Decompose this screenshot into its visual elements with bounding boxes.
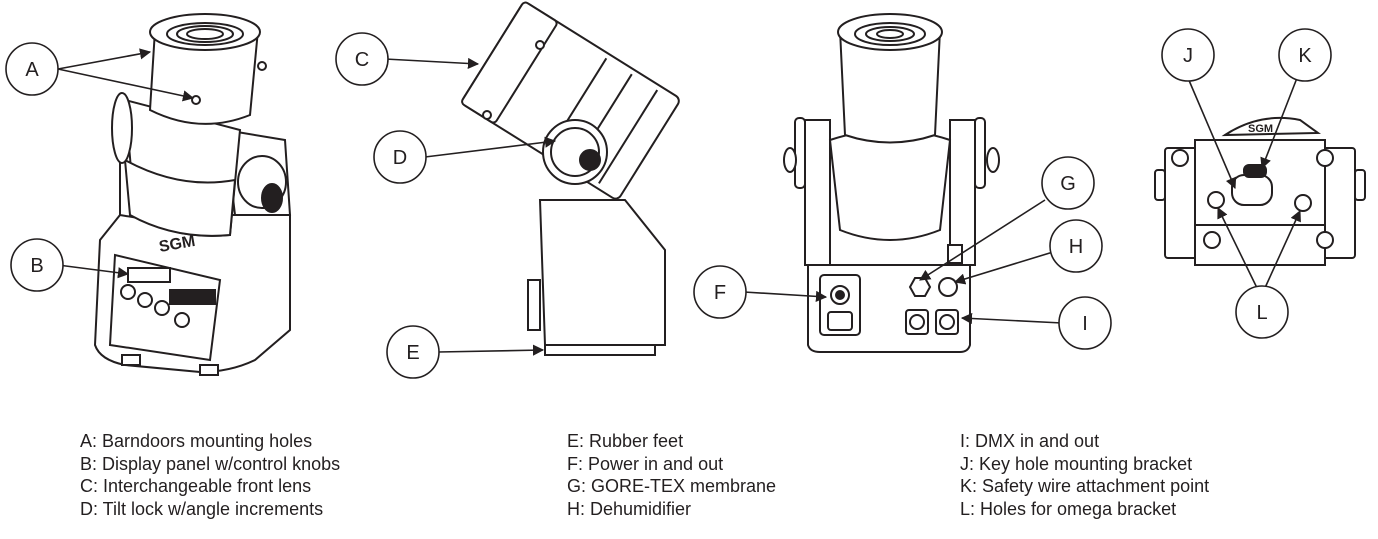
- svg-text:C: C: [355, 49, 369, 71]
- callout-K: K: [1278, 28, 1332, 82]
- legend-item: I: DMX in and out: [960, 431, 1100, 451]
- callout-B: B: [10, 238, 64, 292]
- leader-L-2: [1263, 209, 1301, 291]
- product-diagram: SGM: [5, 1, 1366, 379]
- legend-item: E: Rubber feet: [567, 431, 684, 451]
- callout-G: G: [1041, 156, 1095, 210]
- legend-column-2: E: Rubber feet F: Power in and out G: GO…: [567, 430, 776, 520]
- svg-text:J: J: [1183, 45, 1193, 67]
- fixture-bottom-view: SGM: [1154, 116, 1366, 266]
- leader-L-1: [1217, 206, 1259, 291]
- fixture-rear-view: [783, 13, 1000, 353]
- svg-text:B: B: [30, 255, 43, 277]
- leader-D: [424, 136, 557, 158]
- leader-J: [1187, 77, 1237, 190]
- leader-H: [953, 251, 1054, 285]
- leader-B: [57, 264, 130, 279]
- legend-column-3: I: DMX in and out J: Key hole mounting b…: [960, 430, 1209, 520]
- callout-A: A: [5, 42, 59, 96]
- svg-text:E: E: [406, 342, 419, 364]
- leader-G: [919, 199, 1046, 281]
- callout-H: H: [1049, 219, 1103, 273]
- callouts: A B C D E F G H I J K L: [5, 28, 1332, 379]
- svg-text:I: I: [1082, 313, 1088, 335]
- svg-text:A: A: [25, 59, 39, 81]
- leader-A-1: [57, 48, 152, 70]
- leader-lines: [57, 48, 1301, 356]
- callout-C: C: [335, 32, 389, 86]
- leader-E: [437, 344, 545, 356]
- leader-K: [1260, 77, 1298, 170]
- callout-I: I: [1058, 296, 1112, 350]
- bottom-logo: SGM: [1248, 123, 1273, 135]
- leader-F: [743, 290, 828, 302]
- callout-F: F: [693, 265, 747, 319]
- leader-C: [384, 57, 480, 70]
- svg-text:H: H: [1069, 236, 1083, 258]
- svg-text:K: K: [1298, 45, 1312, 67]
- legend-column-1: A: Barndoors mounting holes B: Display p…: [80, 430, 340, 520]
- legend-item: B: Display panel w/control knobs: [80, 453, 341, 474]
- fixture-front-view: SGM: [93, 13, 292, 376]
- legend-item: K: Safety wire attachment point: [960, 476, 1210, 496]
- svg-text:L: L: [1256, 302, 1267, 324]
- svg-text:G: G: [1060, 173, 1076, 195]
- callout-L: L: [1235, 285, 1289, 339]
- leader-A-2: [57, 68, 195, 102]
- legend-item: C: Interchangeable front lens: [80, 476, 312, 496]
- legend-item: F: Power in and out: [567, 453, 724, 474]
- legend-item: L: Holes for omega bracket: [960, 498, 1177, 519]
- legend-item: J: Key hole mounting bracket: [960, 453, 1193, 474]
- svg-text:D: D: [393, 147, 407, 169]
- svg-text:F: F: [714, 282, 726, 304]
- legend-item: A: Barndoors mounting holes: [80, 431, 313, 451]
- callout-E: E: [386, 325, 440, 379]
- base-logo: SGM: [158, 233, 197, 256]
- callout-J: J: [1161, 28, 1215, 82]
- legend-item: D: Tilt lock w/angle increments: [80, 498, 324, 519]
- legend-item: G: GORE-TEX membrane: [567, 476, 777, 496]
- leader-I: [960, 312, 1063, 325]
- callout-D: D: [373, 130, 427, 184]
- fixture-side-view: [461, 1, 680, 356]
- legend-item: H: Dehumidifier: [567, 498, 692, 519]
